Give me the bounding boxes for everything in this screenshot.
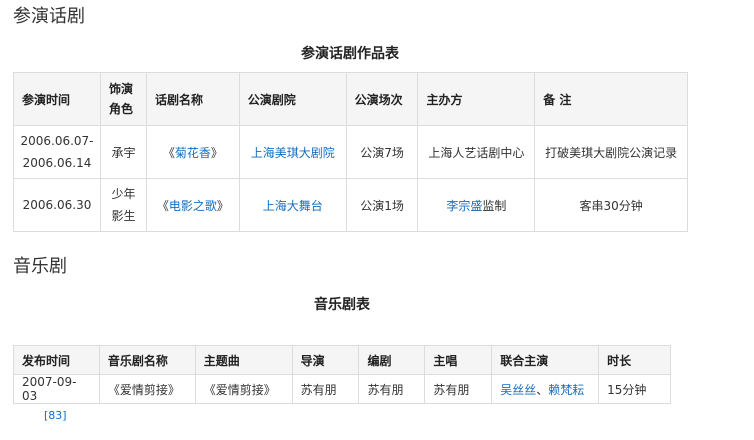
header-note: 备 注	[534, 72, 688, 126]
time-start: 2006.06.07-	[20, 134, 94, 148]
cell-time: 2006.06.30	[13, 178, 101, 232]
cell-note: 打破美琪大剧院公演记录	[534, 125, 688, 179]
header-writer: 编剧	[358, 345, 426, 375]
cell-duration: 15分钟	[598, 374, 671, 404]
header-organizer: 主办方	[417, 72, 536, 126]
table-row: 2007-09-03 《爱情剪接》 《爱情剪接》 苏有朋 苏有朋 苏有朋 吴丝丝…	[13, 374, 671, 404]
cell-theater: 上海美琪大剧院	[238, 125, 347, 179]
costar-separator: 、	[536, 382, 549, 397]
cell-date: 2007-09-03	[13, 374, 100, 404]
header-costars: 联合主演	[491, 345, 600, 375]
header-time: 参演时间	[13, 72, 101, 126]
theater-link[interactable]: 上海大舞台	[262, 198, 323, 213]
bracket-close: 》	[210, 145, 223, 160]
cell-shows: 公演1场	[345, 178, 419, 232]
cell-organizer: 李宗盛监制	[417, 178, 536, 232]
header-theater: 公演剧院	[238, 72, 347, 126]
section-title-drama: 参演话剧	[13, 6, 85, 27]
cell-role: 少年影生	[99, 178, 147, 232]
table-row: 2006.06.07- 2006.06.14 承宇 《菊花香》 上海美琪大剧院 …	[13, 125, 688, 179]
cell-note: 客串30分钟	[534, 178, 688, 232]
cell-organizer: 上海人艺话剧中心	[417, 125, 536, 179]
header-play: 话剧名称	[145, 72, 240, 126]
cell-musical-name: 《爱情剪接》	[98, 374, 196, 404]
bracket-open: 《	[162, 145, 175, 160]
cell-shows: 公演7场	[345, 125, 419, 179]
cell-role: 承宇	[99, 125, 147, 179]
cell-theme-song: 《爱情剪接》	[194, 374, 293, 404]
header-theme-song: 主题曲	[194, 345, 293, 375]
drama-table: 参演时间 饰演角色 话剧名称 公演剧院 公演场次 主办方 备 注 2006.06…	[13, 72, 688, 232]
costar-link[interactable]: 吴丝丝	[500, 382, 537, 397]
header-shows: 公演场次	[345, 72, 419, 126]
cell-singer: 苏有朋	[424, 374, 493, 404]
cell-director: 苏有朋	[291, 374, 360, 404]
header-role: 饰演角色	[99, 72, 147, 126]
table-header-row: 发布时间 音乐剧名称 主题曲 导演 编剧 主唱 联合主演 时长	[13, 345, 671, 375]
costar-link[interactable]: 赖梵耘	[548, 382, 585, 397]
citation-link[interactable]: [83]	[44, 409, 67, 422]
header-singer: 主唱	[424, 345, 493, 375]
table-caption-musical: 音乐剧表	[314, 297, 370, 313]
musical-table: 发布时间 音乐剧名称 主题曲 导演 编剧 主唱 联合主演 时长 2007-09-…	[13, 345, 671, 404]
cell-time: 2006.06.07- 2006.06.14	[13, 125, 101, 179]
table-caption-drama: 参演话剧作品表	[301, 46, 399, 62]
cell-play: 《电影之歌》	[145, 178, 240, 232]
producer-suffix: 监制	[482, 198, 507, 213]
cell-writer: 苏有朋	[358, 374, 426, 404]
theater-link[interactable]: 上海美琪大剧院	[250, 145, 335, 160]
producer-link[interactable]: 李宗盛	[446, 198, 483, 213]
header-duration: 时长	[598, 345, 671, 375]
header-date: 发布时间	[13, 345, 100, 375]
play-link[interactable]: 菊花香	[174, 145, 211, 160]
section-title-musical: 音乐剧	[13, 256, 67, 277]
header-director: 导演	[291, 345, 360, 375]
bracket-close: 》	[216, 198, 229, 213]
table-row: 2006.06.30 少年影生 《电影之歌》 上海大舞台 公演1场 李宗盛监制 …	[13, 178, 688, 232]
bracket-open: 《	[156, 198, 169, 213]
cell-theater: 上海大舞台	[238, 178, 347, 232]
header-musical-name: 音乐剧名称	[98, 345, 196, 375]
play-link[interactable]: 电影之歌	[168, 198, 217, 213]
cell-costars: 吴丝丝、赖梵耘	[491, 374, 600, 404]
cell-play: 《菊花香》	[145, 125, 240, 179]
table-header-row: 参演时间 饰演角色 话剧名称 公演剧院 公演场次 主办方 备 注	[13, 72, 688, 126]
time-end: 2006.06.14	[22, 156, 92, 170]
